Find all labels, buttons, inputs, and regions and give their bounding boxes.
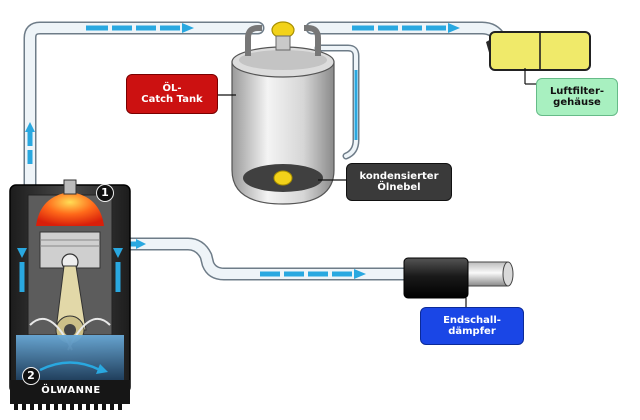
hose-network (23, 21, 507, 281)
condensed-oil-label: kondensierter Ölnebel (346, 163, 452, 201)
condensed-oil-label-line1: kondensierter (359, 171, 439, 182)
oil-droplet (273, 170, 293, 186)
catch-tank-label: ÖL- Catch Tank (126, 74, 218, 114)
marker-2: 2 (22, 367, 40, 385)
catch-tank-label-line1: ÖL- (162, 83, 182, 94)
flow-arrow (308, 271, 328, 277)
flow-arrow-head (354, 269, 366, 279)
flow-arrow (27, 132, 33, 146)
flow-arrow (160, 25, 180, 31)
flow-arrow (332, 271, 352, 277)
engine (9, 179, 131, 410)
flow-arrow (378, 25, 398, 31)
air-filter-label-line1: Luftfilter- (549, 86, 605, 97)
flow-arrow (136, 25, 156, 31)
flow-arrow (27, 150, 33, 164)
flow-arrow (426, 25, 446, 31)
muffler-label: Endschall- dämpfer (420, 307, 524, 345)
flow-arrow-head (25, 122, 35, 132)
condensed-oil-label-line2: Ölnebel (377, 182, 421, 193)
flow-arrow (112, 25, 132, 31)
flow-arrows (25, 23, 460, 279)
leader-lines (217, 68, 537, 308)
air-filter-label-line2: gehäuse (553, 97, 601, 108)
flow-arrow-head (136, 239, 146, 249)
marker-1: 1 (96, 184, 114, 202)
flow-arrow (86, 25, 108, 31)
flow-arrow (354, 70, 358, 140)
air-filter-housing (486, 31, 591, 71)
air-filter-label: Luftfilter- gehäuse (536, 78, 618, 116)
flow-arrow (260, 271, 280, 277)
muffler-label-line1: Endschall- (443, 315, 501, 326)
flow-arrow-head (182, 23, 194, 33)
flow-arrow (402, 25, 422, 31)
flow-arrow (352, 25, 374, 31)
flow-arrow (284, 271, 304, 277)
catch-tank-label-line2: Catch Tank (141, 94, 203, 105)
muffler-label-line2: dämpfer (448, 326, 496, 337)
flow-arrow-head (448, 23, 460, 33)
oil-sump-label: ÖLWANNE (41, 385, 101, 396)
catch-tank (231, 21, 335, 205)
muffler (403, 257, 514, 299)
